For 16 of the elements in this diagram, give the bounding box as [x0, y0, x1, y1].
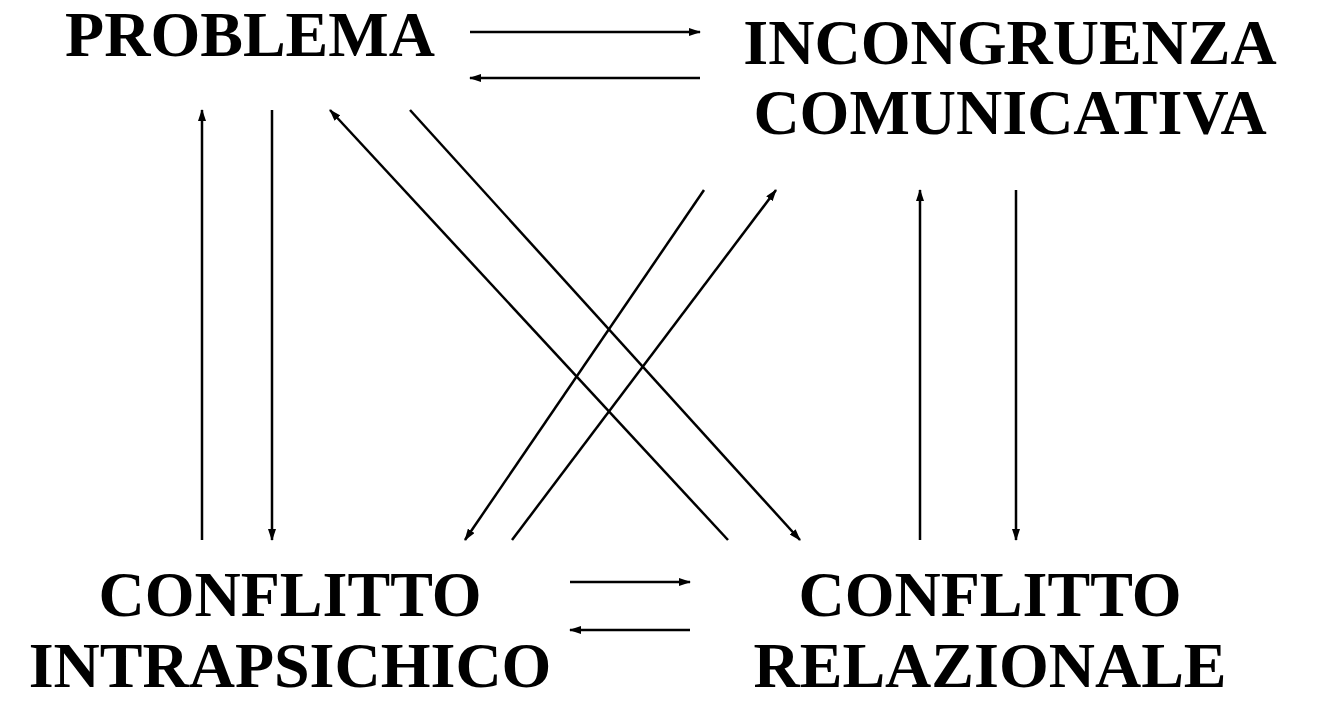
arrow: [569, 626, 690, 634]
arrow: [470, 28, 701, 36]
arrow: [570, 578, 691, 586]
node-label: INCONGRUENZA COMUNICATIVA: [742, 8, 1278, 149]
node-label: CONFLITTO RELAZIONALE: [752, 560, 1228, 701]
arrow: [409, 109, 801, 541]
arrow: [511, 189, 777, 541]
arrow: [198, 109, 206, 540]
arrow: [268, 110, 276, 541]
arrow: [329, 109, 729, 541]
arrow: [1012, 190, 1020, 541]
arrow: [463, 189, 706, 541]
arrow: [469, 74, 700, 82]
node-label: CONFLITTO INTRAPSICHICO: [27, 560, 553, 701]
arrow: [916, 189, 924, 540]
node-label: PROBLEMA: [65, 0, 435, 71]
